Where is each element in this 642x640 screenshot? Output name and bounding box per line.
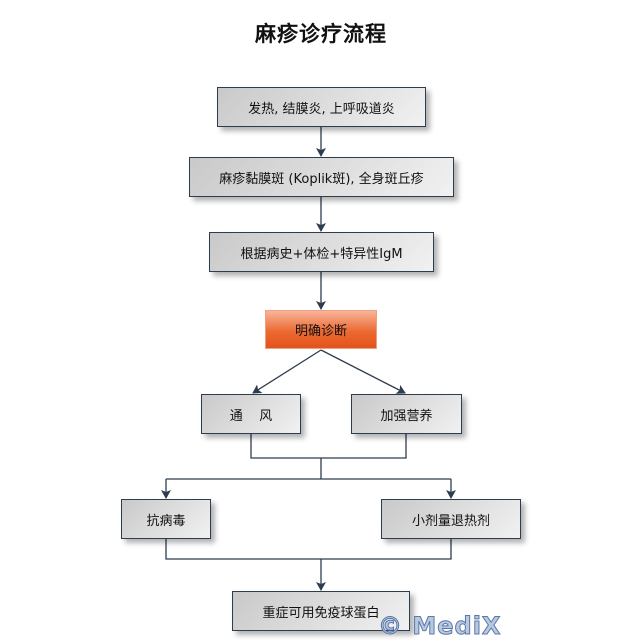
node-signs: 麻疹黏膜斑 (Koplik斑), 全身斑丘疹 (189, 157, 454, 197)
node-basis: 根据病史+体检+特异性IgM (209, 232, 434, 272)
page-title: 麻疹诊疗流程 (255, 22, 387, 46)
merge-connector-2 (165, 539, 452, 560)
node-immunoglobulin: 重症可用免疫球蛋白 (232, 591, 410, 631)
node-diagnosis: 明确诊断 (265, 310, 377, 349)
node-ventilation: 通 风 (201, 394, 301, 434)
watermark: © MediX (377, 612, 502, 640)
node-antiviral: 抗病毒 (121, 499, 211, 539)
merge-connector-1 (250, 434, 407, 459)
arrow-diag-right (320, 349, 406, 394)
node-nutrition: 加强营养 (351, 394, 462, 434)
node-antipyretic: 小剂量退热剂 (381, 499, 521, 539)
node-symptoms: 发热, 结膜炎, 上呼吸道炎 (217, 87, 426, 127)
arrow-diag-left (252, 349, 322, 394)
